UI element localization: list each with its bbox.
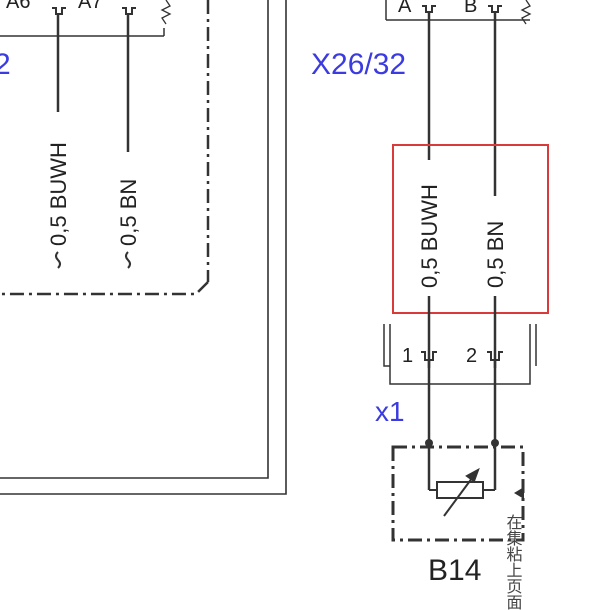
connector-x26-label: X26/32 <box>311 48 406 81</box>
left-pin-a7 <box>122 7 136 15</box>
junction-dot-1 <box>425 439 433 447</box>
left-connector-partial-label: 2 <box>0 48 11 81</box>
left-wire-1-label: 0,5 BUWH <box>46 142 71 246</box>
left-sheath-lines <box>0 0 287 495</box>
connector-x1-label: x1 <box>375 396 405 427</box>
component-b14-enclosure <box>391 445 525 542</box>
right-wire-2-label: 0,5 BN <box>483 221 508 288</box>
component-side-note: 在集粘上页面 <box>504 514 523 610</box>
right-top-connector-bracket <box>385 0 530 21</box>
variable-resistor-symbol <box>429 467 495 517</box>
right-pin-b <box>488 5 502 13</box>
left-wire-1-tail <box>55 251 61 269</box>
right-pin-a-label: A <box>398 0 412 17</box>
right-pin-a <box>422 5 436 13</box>
right-pin-b-label: B <box>464 0 477 17</box>
left-pin-a7-label: A7 <box>78 0 102 13</box>
spring-symbol-left <box>160 0 172 25</box>
left-module-enclosure <box>0 0 210 296</box>
x1-pin-2-label: 2 <box>466 345 477 367</box>
left-pin-a6 <box>52 7 66 15</box>
left-wire-2-label: 0,5 BN <box>116 179 141 246</box>
right-wire-1-label: 0,5 BUWH <box>417 184 442 288</box>
x1-connector-housing <box>383 324 537 385</box>
junction-dot-2 <box>491 439 499 447</box>
x1-pin-1-label: 1 <box>402 345 413 367</box>
spring-symbol-right <box>520 0 532 25</box>
left-wire-2-tail <box>125 251 131 269</box>
component-b14-label: B14 <box>428 554 481 587</box>
left-connector-bracket <box>0 28 165 37</box>
marker-triangle-icon <box>514 487 524 499</box>
left-pin-a6-label: A6 <box>6 0 30 13</box>
highlight-box <box>392 144 549 314</box>
